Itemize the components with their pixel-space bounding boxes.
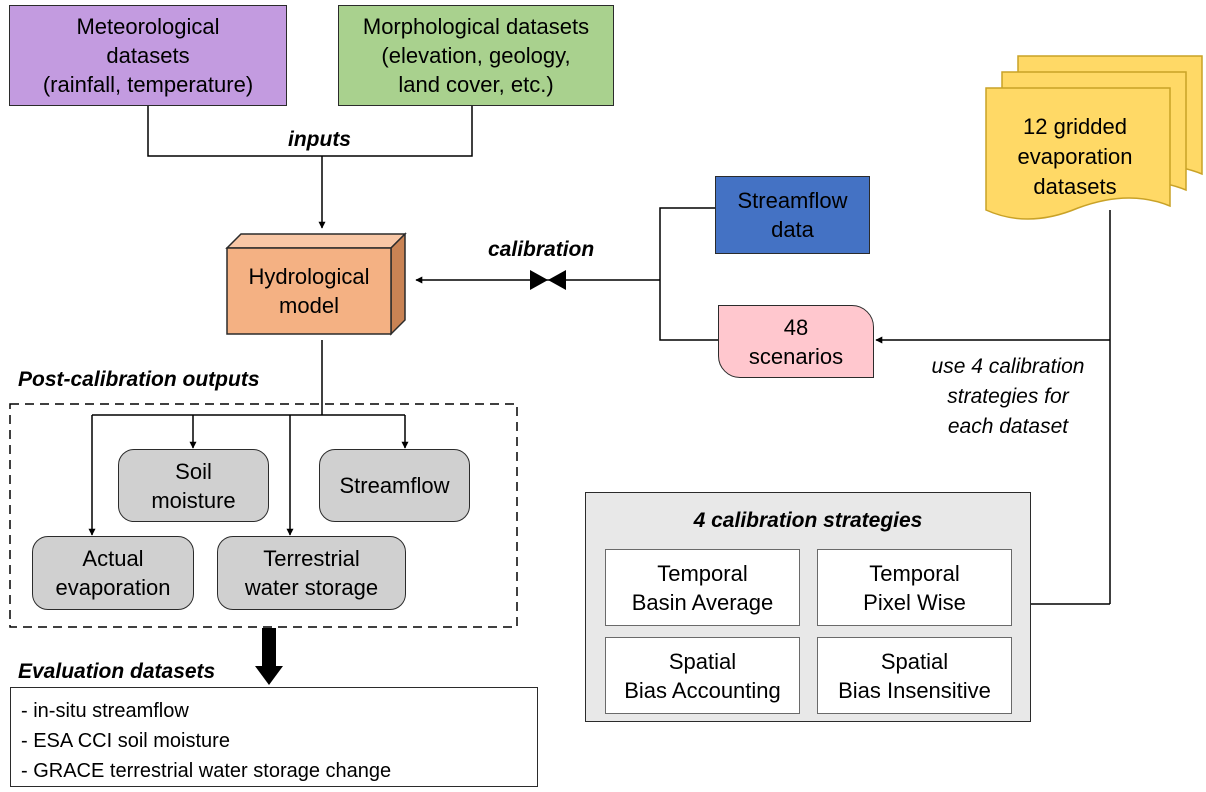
calibration-label: calibration: [488, 238, 595, 261]
water-storage-output: Terrestrial water storage: [217, 536, 406, 610]
actual-evaporation-output: Actual evaporation: [32, 536, 194, 610]
meteorological-datasets-box: Meteorological datasets (rainfall, tempe…: [9, 5, 287, 106]
strategy-spatial-bias-insensitive: Spatial Bias Insensitive: [817, 637, 1012, 714]
streamflow-scenarios-bracket: [659, 207, 718, 341]
streamflow-output: Streamflow: [319, 449, 470, 522]
evaporation-datasets-label: 12 gridded evaporation datasets: [1017, 114, 1133, 199]
streamflow-data-box: Streamflow data: [715, 176, 870, 254]
strategy-spatial-bias-accounting: Spatial Bias Accounting: [605, 637, 800, 714]
strategy-note: use 4 calibration strategies for each da…: [931, 355, 1085, 438]
calibration-strategies-panel: 4 calibration strategies Temporal Basin …: [585, 492, 1031, 722]
strategies-title: 4 calibration strategies: [693, 509, 923, 532]
hydrological-model-block: [225, 232, 407, 336]
inputs-connector: [147, 106, 473, 157]
inputs-label: inputs: [288, 128, 351, 151]
evaluation-title: Evaluation datasets: [18, 660, 216, 683]
strategy-temporal-pixel-wise: Temporal Pixel Wise: [817, 549, 1012, 626]
evaporation-datasets-icon: [985, 55, 1203, 220]
post-calibration-title: Post-calibration outputs: [18, 368, 260, 391]
evaluation-item: - ESA CCI soil moisture: [21, 730, 230, 752]
evaluation-item: - GRACE terrestrial water storage change: [21, 760, 392, 782]
evaluation-datasets-box: - in-situ streamflow - ESA CCI soil mois…: [10, 687, 538, 787]
soil-moisture-output: Soil moisture: [118, 449, 269, 522]
calibration-valve-icon: [530, 270, 548, 290]
evaluation-arrow-icon: [255, 666, 283, 685]
scenarios-box: 48 scenarios: [718, 305, 874, 378]
morphological-datasets-box: Morphological datasets (elevation, geolo…: [338, 5, 614, 106]
evaluation-item: - in-situ streamflow: [21, 700, 189, 722]
strategy-temporal-basin-average: Temporal Basin Average: [605, 549, 800, 626]
post-calibration-frame: [9, 403, 518, 628]
hydrological-model-label: Hydrological model: [248, 264, 370, 318]
